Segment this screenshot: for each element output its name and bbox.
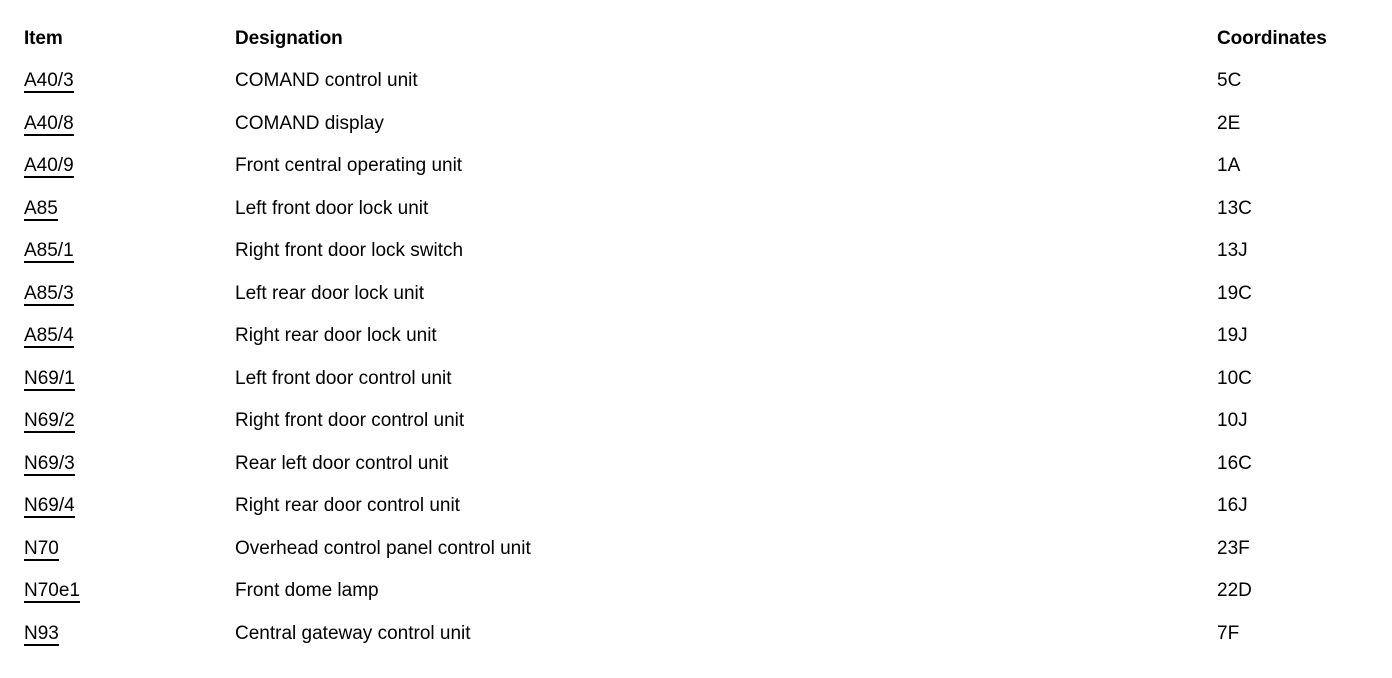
item-coordinates: 10C: [1217, 367, 1252, 389]
item-designation: Overhead control panel control unit: [235, 537, 531, 559]
item-code-link[interactable]: N70e1: [24, 580, 80, 603]
item-designation: Right rear door control unit: [235, 495, 460, 516]
item-code-link[interactable]: A85: [24, 197, 58, 221]
item-coordinates: 1A: [1217, 155, 1241, 176]
item-coordinates: 19J: [1217, 325, 1248, 346]
column-header-coordinates: Coordinates: [1217, 28, 1327, 49]
item-coordinates: 19C: [1217, 282, 1252, 304]
table-row: N69/3 Rear left door control unit 16C: [0, 443, 1392, 486]
item-code-link[interactable]: A85/4: [24, 325, 74, 348]
item-coordinates: 13C: [1217, 197, 1252, 219]
item-coordinates: 2E: [1217, 112, 1241, 134]
table-row: A85/4 Right rear door lock unit 19J: [0, 315, 1392, 358]
item-coordinates: 23F: [1217, 537, 1250, 559]
item-code-link[interactable]: N70: [24, 537, 59, 561]
item-designation: Front central operating unit: [235, 155, 463, 176]
item-designation: Right rear door lock unit: [235, 325, 437, 346]
table-row: A85 Left front door lock unit 13C: [0, 188, 1392, 231]
item-code-link[interactable]: A85/3: [24, 282, 74, 306]
column-header-item: Item: [24, 28, 63, 49]
table-row: A40/9 Front central operating unit 1A: [0, 145, 1392, 188]
item-designation: Front dome lamp: [235, 580, 379, 601]
item-code-link[interactable]: N93: [24, 622, 59, 646]
item-designation: Rear left door control unit: [235, 452, 449, 474]
table-row: A40/8 COMAND display 2E: [0, 103, 1392, 146]
table-row: N69/2 Right front door control unit 10J: [0, 400, 1392, 443]
column-header-designation: Designation: [235, 28, 343, 49]
item-code-link[interactable]: A40/8: [24, 112, 74, 136]
item-designation: Left front door control unit: [235, 367, 452, 389]
item-coordinates: 16J: [1217, 495, 1248, 516]
item-designation: Left rear door lock unit: [235, 282, 425, 304]
item-coordinates: 5C: [1217, 70, 1242, 91]
table-row: A85/3 Left rear door lock unit 19C: [0, 273, 1392, 316]
item-code-link[interactable]: N69/2: [24, 410, 75, 433]
table-body: A40/3 COMAND control unit 5C A40/8 COMAND di…: [0, 60, 1392, 655]
item-coordinates: 10J: [1217, 410, 1248, 431]
item-code-link[interactable]: N69/4: [24, 495, 75, 518]
item-coordinates: 13J: [1217, 240, 1248, 261]
item-coordinates: 7F: [1217, 622, 1240, 644]
item-designation: Right front door control unit: [235, 410, 465, 431]
table-row: A40/3 COMAND control unit 5C: [0, 60, 1392, 103]
item-designation: Central gateway control unit: [235, 622, 471, 644]
item-code-link[interactable]: N69/1: [24, 367, 75, 391]
item-coordinates: 16C: [1217, 452, 1252, 474]
table-row: N69/4 Right rear door control unit 16J: [0, 485, 1392, 528]
item-code-link[interactable]: N69/3: [24, 452, 75, 476]
table-row: N70e1 Front dome lamp 22D: [0, 570, 1392, 613]
item-designation: Left front door lock unit: [235, 197, 429, 219]
item-code-link[interactable]: A40/3: [24, 70, 74, 93]
item-designation: Right front door lock switch: [235, 240, 464, 261]
table-row: N93 Central gateway control unit 7F: [0, 613, 1392, 656]
table-row: N70 Overhead control panel control unit 23…: [0, 528, 1392, 571]
table-header-row: Item Designation Coordinates: [0, 18, 1392, 60]
item-coordinates: 22D: [1217, 580, 1252, 601]
table-row: A85/1 Right front door lock switch 13J: [0, 230, 1392, 273]
item-designation: COMAND control unit: [235, 70, 418, 91]
table-row: N69/1 Left front door control unit 10C: [0, 358, 1392, 401]
item-designation: COMAND display: [235, 112, 384, 134]
item-code-link[interactable]: A85/1: [24, 240, 74, 263]
item-code-link[interactable]: A40/9: [24, 155, 74, 178]
